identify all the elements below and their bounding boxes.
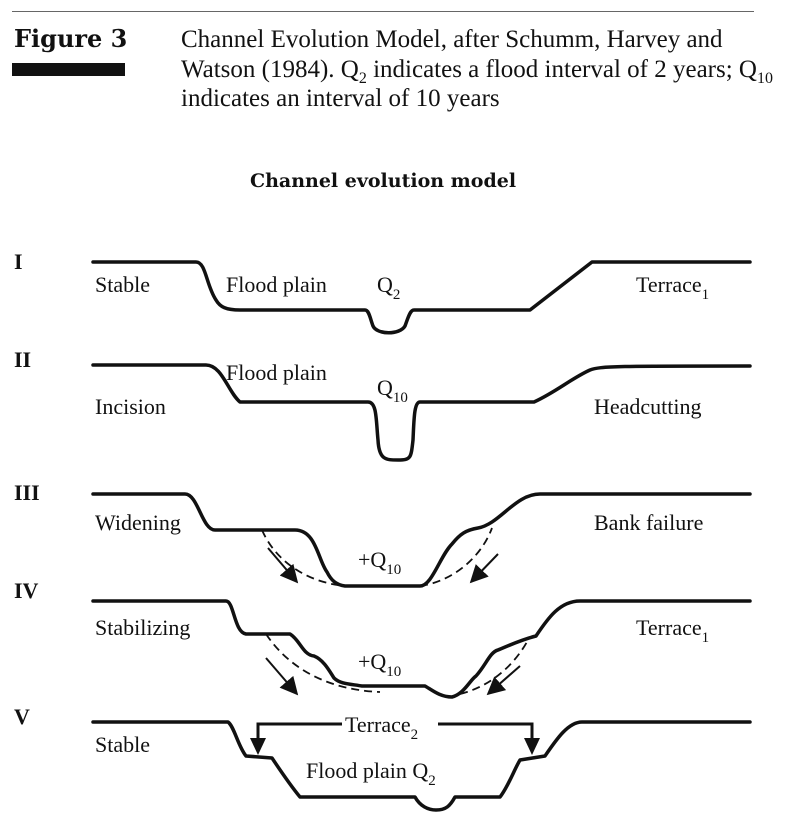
stage-1-left-label: Stable (95, 272, 150, 297)
stage-4-right-failure-line (459, 639, 529, 695)
stage-4-profile (91, 599, 752, 699)
figure-label-bar (12, 63, 125, 76)
terrace-2-bracket (250, 722, 540, 755)
stage-numeral-3: III (14, 480, 40, 505)
stage-numeral-4: IV (14, 578, 39, 603)
stage-3-left-label: Widening (95, 510, 181, 535)
stage-3-left-failure-line (261, 529, 346, 587)
stage-numeral-1: I (14, 249, 23, 274)
stage-4-left-arrow (265, 657, 299, 696)
stage-4: IV Stabilizing +Q10 Terrace1 (14, 578, 752, 699)
stage-3-flow-label: +Q10 (358, 547, 401, 578)
caption-sub2: 10 (756, 69, 773, 87)
stage-3: III Widening +Q10 Bank failure (14, 480, 752, 588)
stage-1: I Stable Flood plain Q2 Terrace1 (14, 249, 752, 335)
stage-3-right-arrow (469, 553, 499, 584)
caption-sub1: 2 (358, 69, 367, 87)
top-rule (12, 11, 754, 12)
stage-1-right-label: Terrace1 (636, 272, 709, 303)
caption-part1: Channel Evolution Model, after Schumm, H… (181, 26, 723, 83)
stage-2-profile (91, 363, 752, 462)
stage-2-flow-label: Q10 (377, 375, 408, 406)
bracket-left (256, 722, 342, 740)
stage-2-left-label: Incision (95, 394, 166, 419)
stage-3-right-label: Bank failure (594, 510, 703, 535)
caption-part3: indicates an interval of 10 years (181, 85, 500, 112)
stage-5-left-label: Stable (95, 732, 150, 757)
stage-4-left-failure-line (265, 633, 381, 693)
stage-2-floodplain-label: Flood plain (226, 360, 327, 385)
stage-5: V Stable Terrace2 Flood plain Q2 (14, 704, 752, 812)
figure-label: Figure 3 (14, 24, 128, 53)
stage-5-profile (91, 720, 752, 812)
stage-4-flow-label: +Q10 (358, 649, 401, 680)
stage-numeral-2: II (14, 347, 31, 372)
stage-1-flow-label: Q2 (377, 272, 400, 303)
stage-3-left-arrow (267, 547, 299, 584)
bracket-right-arrowhead (524, 738, 540, 755)
bracket-right (438, 722, 534, 740)
diagram-title: Channel evolution model (249, 170, 517, 192)
stage-5-floodplain-label: Flood plain Q2 (306, 758, 436, 789)
caption-part2: indicates a flood interval of 2 years; Q (366, 55, 757, 83)
stage-5-terrace-label: Terrace2 (345, 712, 418, 743)
stage-4-right-label: Terrace1 (636, 615, 709, 646)
stage-numeral-5: V (14, 704, 30, 729)
stage-3-profile (91, 492, 752, 588)
stage-1-profile (91, 260, 752, 335)
stage-4-right-arrow (486, 665, 521, 696)
stage-4-left-label: Stabilizing (95, 615, 190, 640)
stage-1-floodplain-label: Flood plain (226, 272, 327, 297)
bracket-left-arrowhead (250, 738, 266, 755)
stage-2-right-label: Headcutting (594, 394, 702, 419)
figure-caption: Channel Evolution Model, after Schumm, H… (181, 25, 781, 114)
stage-2: II Incision Flood plain Q10 Headcutting (14, 347, 752, 462)
